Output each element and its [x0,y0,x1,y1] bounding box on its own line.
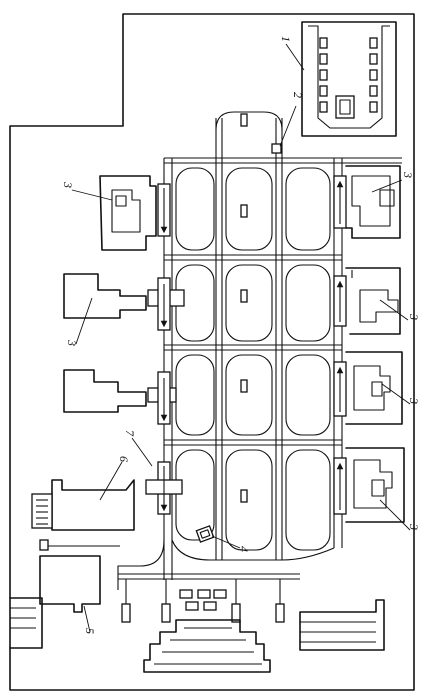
label-4: 4 [237,546,251,552]
label-7: 7 [123,430,137,437]
label-3-d: 3 [407,313,421,320]
label-3-b: 3 [401,171,415,178]
station-1 [301,21,397,137]
device-4 [195,525,215,543]
road-markers [240,113,248,503]
label-3-e: 3 [407,397,421,404]
lower-right-block [299,599,385,651]
road-network [42,111,402,590]
stepped-structure [143,589,271,673]
left-cell-2 [63,273,185,331]
building-outline [9,13,415,691]
left-cell-1 [99,175,171,251]
label-1: 1 [279,36,293,42]
label-6: 6 [117,456,131,462]
area-5 [39,539,101,613]
device-2 [271,143,282,154]
label-3-c: 3 [65,339,79,346]
right-cell-4 [333,447,405,523]
right-cell-1 [333,165,401,239]
right-cell-3 [333,351,403,425]
lower-left-block [9,597,43,649]
label-2: 2 [291,92,305,98]
label-5: 5 [83,628,97,634]
label-3-a: 3 [61,181,75,188]
label-3-f: 3 [407,523,421,530]
right-cell-2 [333,267,401,335]
terminal-posts [121,579,285,623]
leader-lines [71,43,411,633]
area-6 [31,479,135,531]
left-cell-3 [63,369,177,425]
left-cell-4 [145,461,183,515]
